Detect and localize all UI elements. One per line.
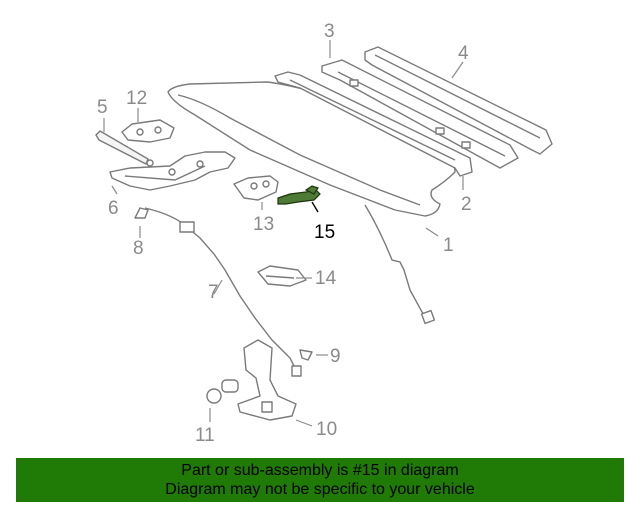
part-12-mount <box>121 108 175 143</box>
info-banner: Part or sub-assembly is #15 in diagram D… <box>16 458 624 502</box>
part-9-retainer <box>299 349 328 361</box>
part-5-strut <box>95 118 154 167</box>
callout-12: 12 <box>126 88 147 109</box>
callout-11: 11 <box>195 425 215 446</box>
callout-1: 1 <box>443 235 454 256</box>
callout-7: 7 <box>208 282 219 303</box>
callout-2: 2 <box>461 194 472 215</box>
part-8-clip <box>134 207 149 238</box>
callout-6: 6 <box>108 198 119 219</box>
callout-9: 9 <box>330 346 341 367</box>
part-15-highlighted <box>277 185 321 213</box>
callout-13: 13 <box>253 214 274 235</box>
part-13-striker <box>233 175 279 210</box>
part-7-cable <box>144 207 302 377</box>
part-14-bracket <box>257 265 312 287</box>
callout-14: 14 <box>315 268 337 289</box>
callout-10: 10 <box>316 419 337 440</box>
part-6-hinge <box>109 151 236 195</box>
callout-8: 8 <box>133 238 144 259</box>
part-1-trunk-lid <box>167 81 456 325</box>
callout-3: 3 <box>324 21 335 42</box>
banner-line-1: Part or sub-assembly is #15 in diagram <box>181 462 459 479</box>
part-2-channel <box>274 71 473 190</box>
callout-4: 4 <box>458 43 469 64</box>
callout-15: 15 <box>314 222 335 243</box>
part-3-spoiler <box>321 40 519 169</box>
callout-5: 5 <box>97 97 108 118</box>
part-11-bumper <box>206 379 239 422</box>
part-4-trim <box>364 46 553 155</box>
parts-diagram: 1 2 3 4 5 6 7 8 9 10 11 12 13 14 15 <box>95 21 553 446</box>
banner-line-2: Diagram may not be specific to your vehi… <box>165 481 475 498</box>
part-10-latch <box>237 339 313 427</box>
